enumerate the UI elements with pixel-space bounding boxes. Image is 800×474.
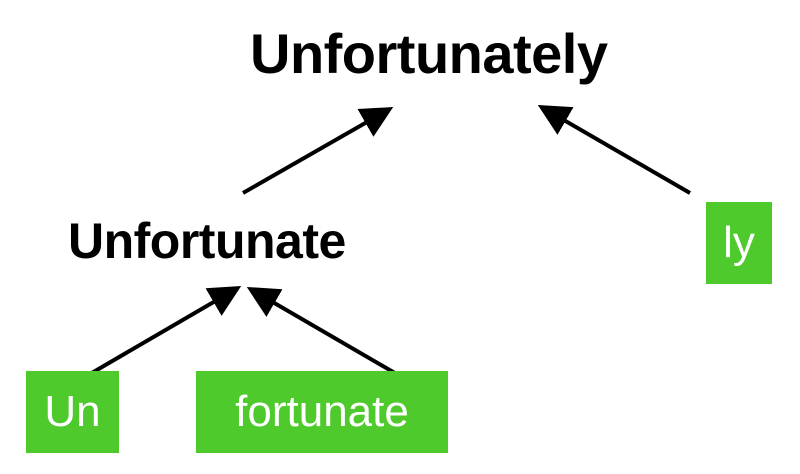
arrow-unfortunate-to-unfortunately <box>242 107 394 195</box>
arrow-fortunate-to-unfortunate <box>246 286 402 378</box>
morpheme-prefix-label: Un <box>44 387 101 436</box>
morpheme-stem-label: fortunate <box>235 387 409 436</box>
morpheme-box-prefix: Un <box>26 371 119 453</box>
morpheme-box-suffix: ly <box>706 202 772 284</box>
morpheme-suffix-label: ly <box>723 218 755 267</box>
arrow-un-to-unfortunate <box>88 285 242 376</box>
morpheme-box-stem: fortunate <box>196 371 448 453</box>
intermediate-word-label: Unfortunate <box>68 213 346 269</box>
root-word-label: Unfortunately <box>250 22 608 85</box>
arrow-ly-to-unfortunately <box>537 104 692 195</box>
